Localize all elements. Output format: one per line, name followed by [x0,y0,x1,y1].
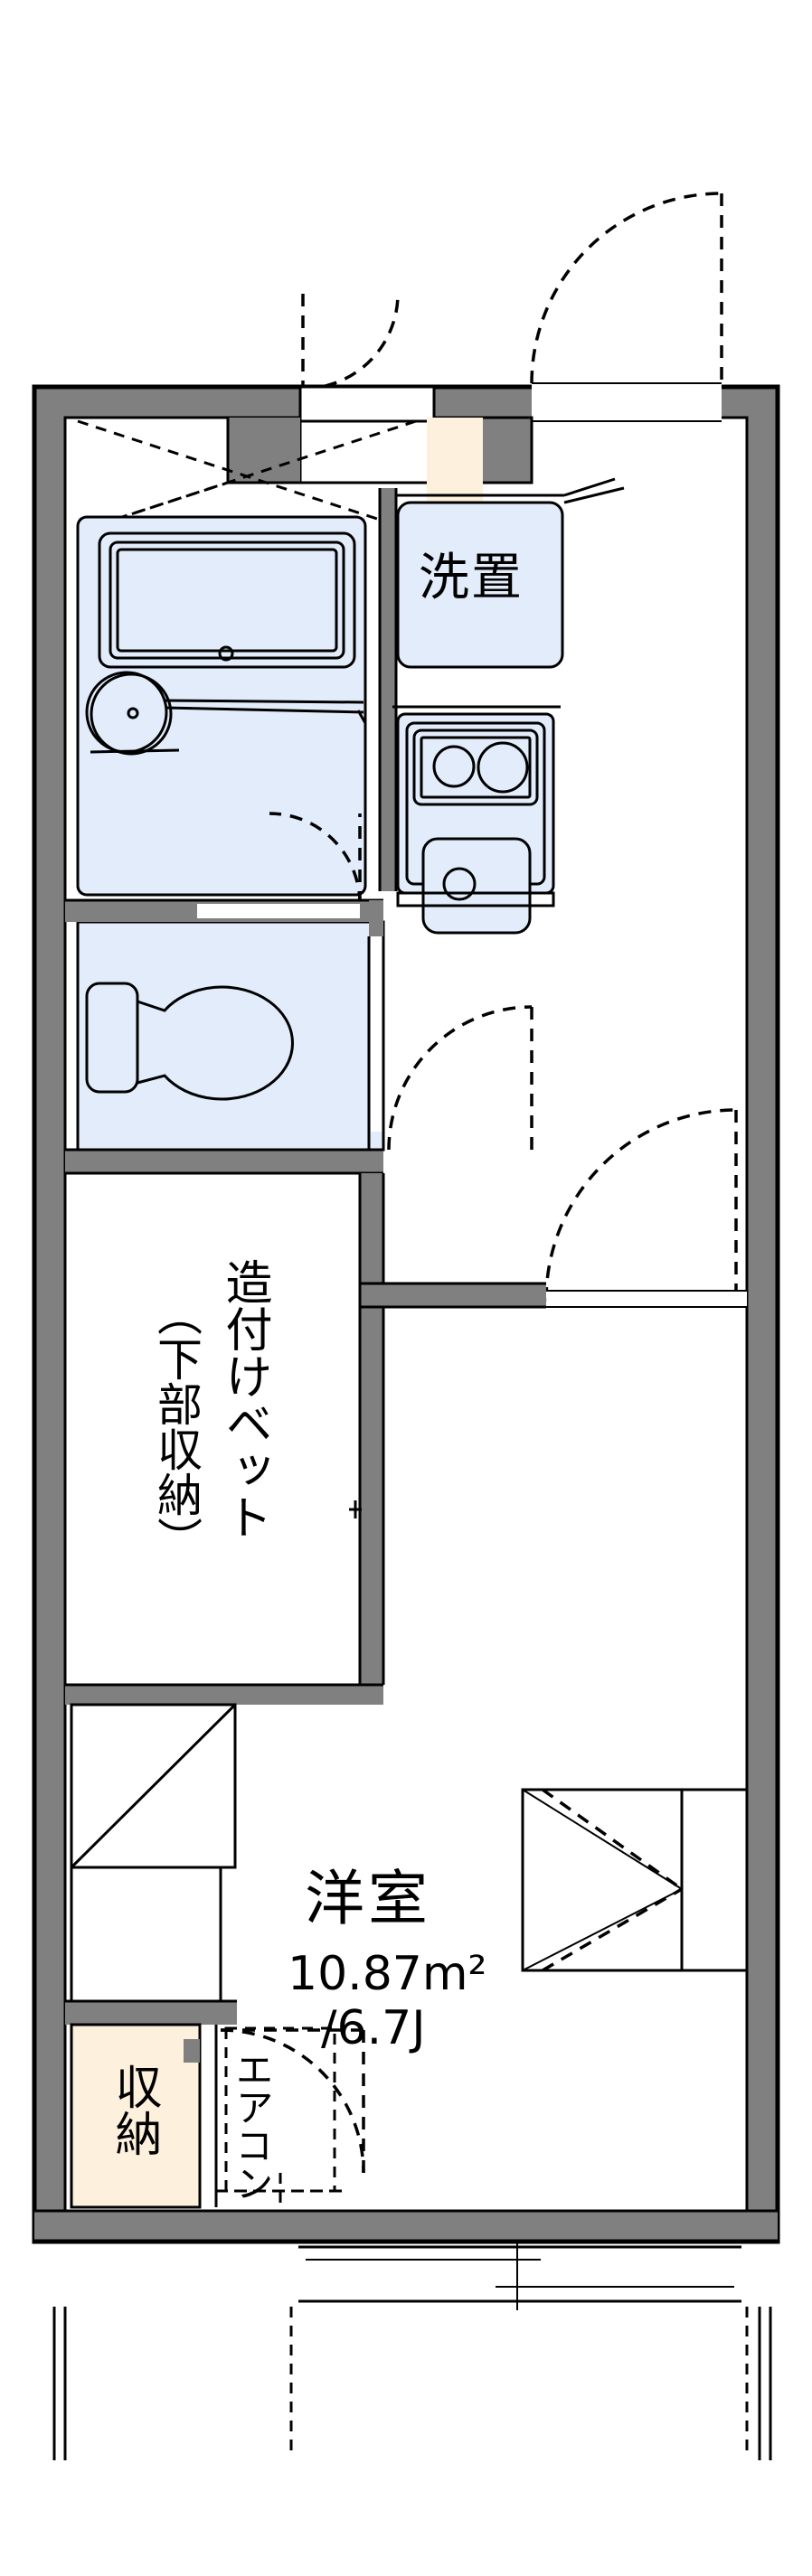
closet-label: 収納 [107,2063,161,2157]
toilet-door [387,1005,533,1151]
balcony-window [52,2240,772,2460]
aircon-label: エアコン [230,2050,274,2202]
toilet-room [65,898,385,1152]
washing-machine-space [378,477,625,891]
burner-small [432,745,476,788]
closet [65,1999,237,2209]
aircon-box [217,2026,344,2209]
bottom-wall [34,2209,778,2244]
closet-door [220,2028,365,2174]
unit-bath [76,515,367,897]
kitchen-unit [392,705,561,935]
built-in-bed-label: 造付けベット [217,1258,271,1540]
room-door [544,1108,747,1308]
bathroom-door [269,812,362,905]
burner-large [477,741,529,794]
sink-drain [442,867,477,901]
partition-walls [65,1148,546,1685]
shoe-cabinet [298,385,436,484]
desk-furniture [521,1788,749,1972]
step-box [65,1683,383,2003]
built-in-bed [63,1171,362,1687]
kitchen-cabinet [396,891,555,907]
built-in-bed-sub-label: （下部収納） [150,1291,203,1562]
entrance-door [530,192,723,384]
meter-box-door [301,293,400,390]
